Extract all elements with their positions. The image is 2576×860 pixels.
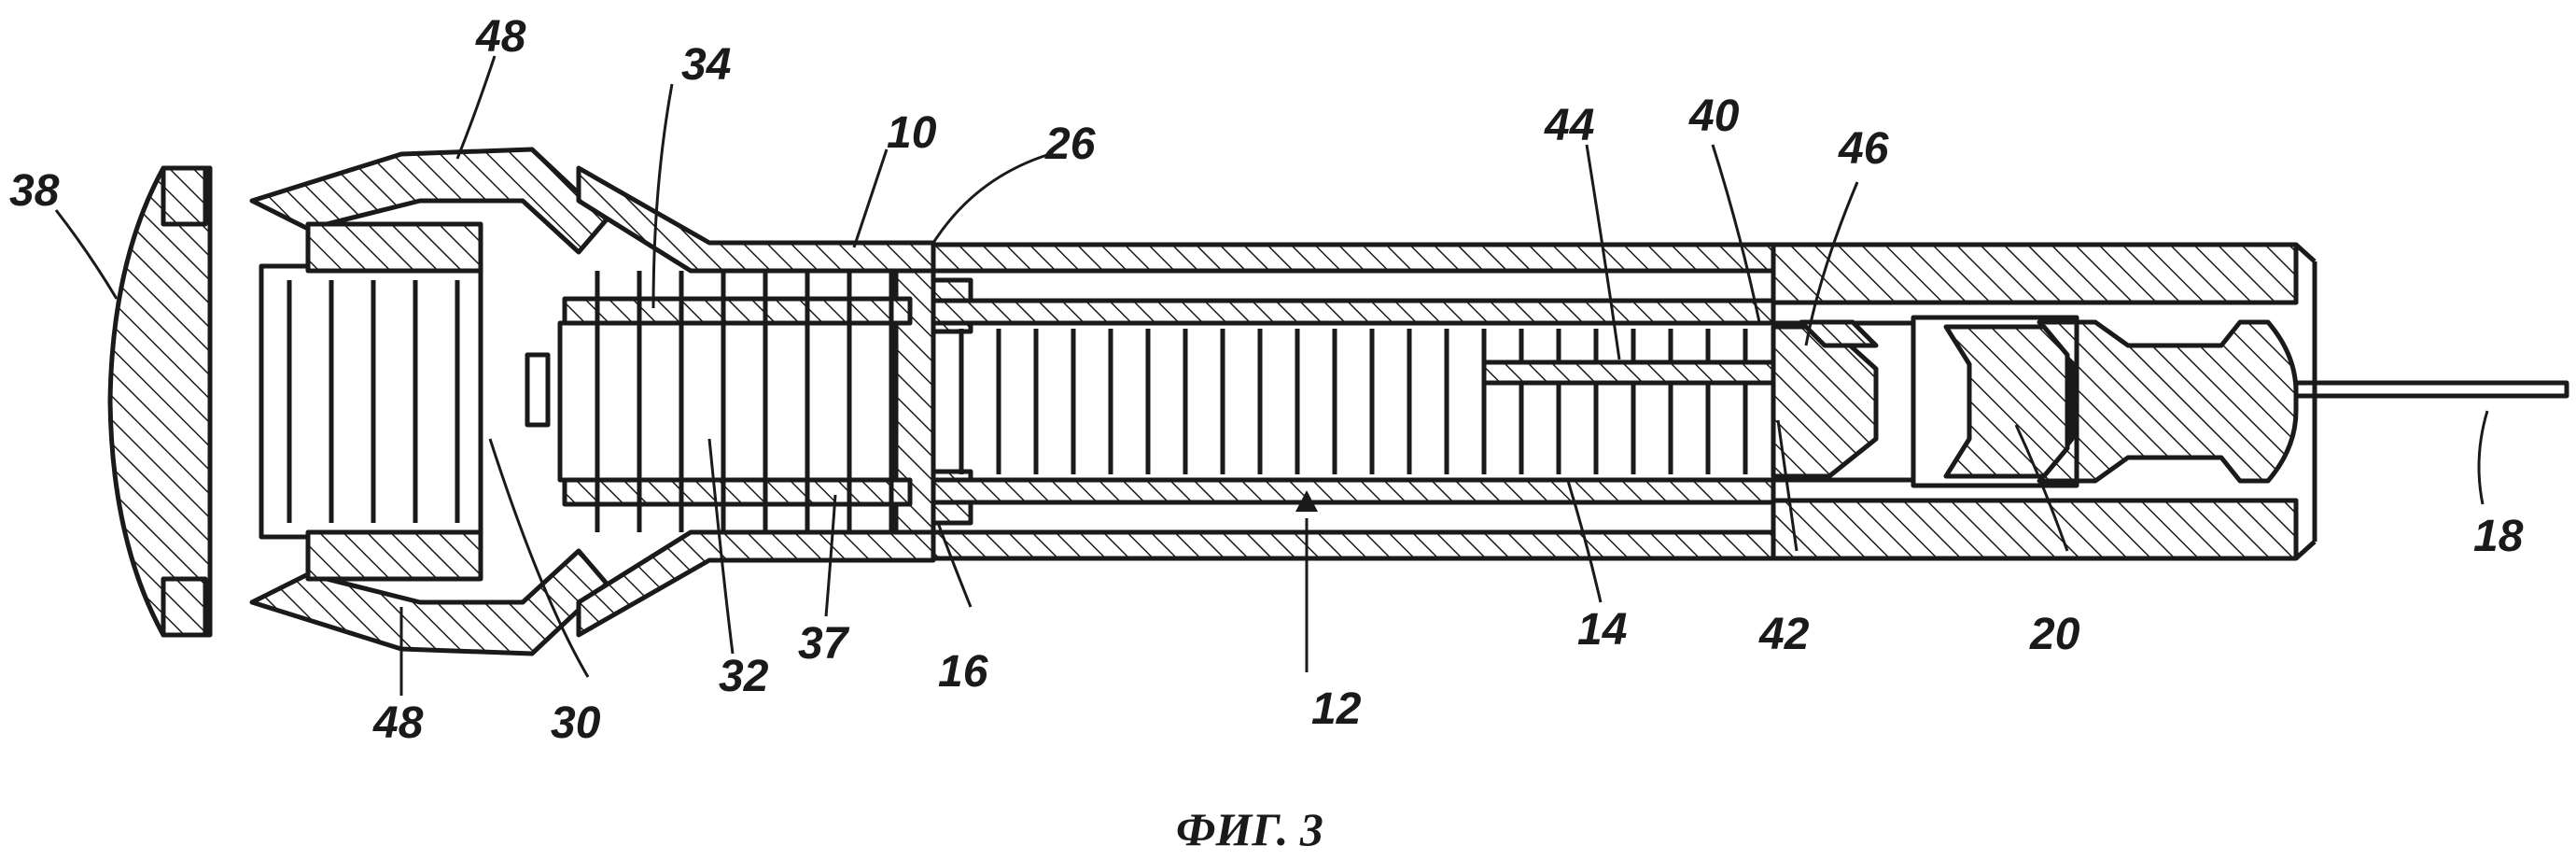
end-cap-38	[107, 165, 213, 638]
arrow-12	[1295, 490, 1318, 512]
label-30: 30	[551, 698, 601, 748]
plunger-tube-34	[557, 271, 913, 532]
label-42: 42	[1758, 610, 1810, 659]
needle-18	[2293, 380, 2569, 399]
label-14: 14	[1577, 605, 1627, 655]
label-38: 38	[9, 166, 60, 216]
label-12: 12	[1311, 684, 1362, 734]
piston-42	[1481, 319, 1879, 479]
reference-labels: 38 48 34 10 26 44 40 46 18 20 42 14 12 1…	[9, 12, 2524, 748]
label-16: 16	[938, 647, 988, 697]
latch-arm-bottom	[249, 548, 609, 656]
needle-hub-20	[1911, 315, 2079, 488]
label-48-bottom: 48	[372, 698, 424, 748]
label-18: 18	[2473, 512, 2524, 561]
label-10: 10	[887, 108, 937, 158]
label-48-top: 48	[475, 12, 526, 62]
label-40: 40	[1688, 92, 1740, 141]
label-34: 34	[681, 40, 731, 90]
label-44: 44	[1544, 101, 1594, 150]
label-20: 20	[2029, 610, 2080, 659]
spring-30	[259, 221, 551, 582]
leader-lines	[54, 55, 2489, 696]
label-26: 26	[1044, 120, 1096, 169]
label-32: 32	[719, 652, 769, 701]
latch-arm-top	[249, 147, 609, 255]
label-46: 46	[1838, 124, 1889, 174]
inner-spring-14	[931, 298, 1916, 505]
figure-caption: ФИГ. 3	[1176, 803, 1323, 855]
label-37: 37	[798, 619, 850, 669]
